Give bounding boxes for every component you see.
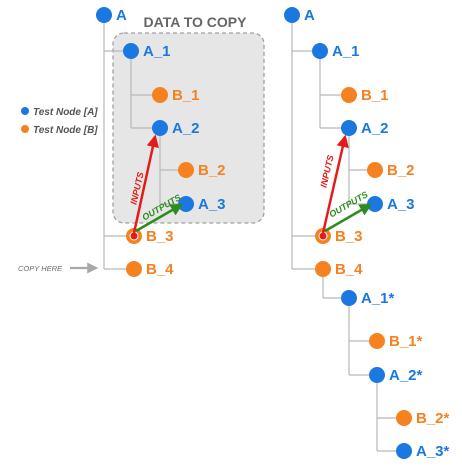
tree-nodes: A A_1B_1A_2B_2A_3B_3B_4 A A_1B_1A_2B_2A_3B_… <box>96 7 450 460</box>
left-tree-node-a_3: A_3 <box>178 196 226 213</box>
left-node-circle-b_2 <box>178 162 194 178</box>
legend-node-b-icon <box>21 125 29 133</box>
right-node-circle-a_1c <box>341 290 357 306</box>
legend-item-b: Test Node [B] <box>21 125 98 136</box>
legend-node-a-icon <box>21 107 29 115</box>
right-node-label-b_2: B_2 <box>387 162 415 179</box>
legend-label-a: Test Node [A] <box>33 107 98 118</box>
left-outputs-arrow-line <box>135 203 184 233</box>
right-inputs-arrow-line <box>321 134 349 234</box>
left-node-label-b_3: B_3 <box>146 228 174 245</box>
right-tree-node-a_2-copy: A_2* <box>369 367 423 384</box>
left-node-label-a_3: A_3 <box>198 196 226 213</box>
data-to-copy-title: DATA TO COPY <box>144 14 248 30</box>
right-node-circle-b_2c <box>396 410 412 426</box>
left-node-label-a_1: A_1 <box>143 43 171 60</box>
right-node-label-a_2c: A_2* <box>389 367 423 384</box>
left-node-highlight-b_3 <box>129 231 139 241</box>
right-node-circle-a_2 <box>341 120 357 136</box>
right-node-label-b_4: B_4 <box>335 261 363 278</box>
right-node-label-a_3: A_3 <box>387 196 415 213</box>
right-node-label-a_1c: A_1* <box>361 290 395 307</box>
right-tree-node-b_3: B_3 <box>315 228 363 245</box>
legend-label-b: Test Node [B] <box>33 125 98 136</box>
copy-here-label: COPY HERE <box>18 264 63 273</box>
right-inputs-label: INPUTS <box>318 154 335 188</box>
right-node-circle-b_1 <box>341 87 357 103</box>
right-outputs-arrow-line <box>324 203 373 233</box>
left-node-circle-b_1 <box>152 87 168 103</box>
right-node-label-b_1c: B_1* <box>389 333 423 350</box>
left-tree-node-b_4: B_4 <box>126 261 174 278</box>
right-node-circle-b_1c <box>369 333 385 349</box>
right-node-highlight-b_3 <box>318 231 328 241</box>
right-node-label-a_2: A_2 <box>361 120 389 137</box>
right-tree-node-b_2: B_2 <box>367 162 415 179</box>
right-tree-node-a_3: A_3 <box>367 196 415 213</box>
right-node-label-a_3c: A_3* <box>416 443 450 460</box>
data-to-copy-box: DATA TO COPY <box>112 14 265 224</box>
tree-connectors <box>103 23 396 452</box>
right-node-circle-a_2c <box>369 367 385 383</box>
right-tree-node-a_1-copy: A_1* <box>341 290 395 307</box>
right-node-label-a: A <box>304 7 315 24</box>
right-tree-node-a_2: A_2 <box>341 120 389 137</box>
right-tree-node-b_1-copy: B_1* <box>369 333 423 350</box>
left-node-label-a: A <box>116 7 127 24</box>
right-tree-node-b_4: B_4 <box>315 261 363 278</box>
left-tree-node-b_3: B_3 <box>126 228 174 245</box>
right-node-label-b_2c: B_2* <box>416 410 450 427</box>
right-node-circle-a_3c <box>396 443 412 459</box>
left-node-circle-a_1 <box>123 43 139 59</box>
data-to-copy-box-frame <box>112 32 265 224</box>
left-node-circle-a <box>96 7 112 23</box>
left-node-label-b_4: B_4 <box>146 261 174 278</box>
right-tree-node-a_3-copy: A_3* <box>396 443 450 460</box>
left-tree-node-b_2: B_2 <box>178 162 226 179</box>
right-node-circle-a_1 <box>312 43 328 59</box>
copy-here-indicator: COPY HERE <box>18 262 99 274</box>
left-node-label-b_1: B_1 <box>172 87 200 104</box>
right-node-circle-a <box>284 7 300 23</box>
left-tree-node-a_1: A_1 <box>123 43 171 60</box>
right-node-circle-b_4 <box>315 261 331 277</box>
right-node-label-b_3: B_3 <box>335 228 363 245</box>
right-tree-node-b_1: B_1 <box>341 87 389 104</box>
right-node-label-b_1: B_1 <box>361 87 389 104</box>
right-tree-node-a_1: A_1 <box>312 43 360 60</box>
left-node-label-b_2: B_2 <box>198 162 226 179</box>
right-node-label-a_1: A_1 <box>332 43 360 60</box>
left-tree-node-b_1: B_1 <box>152 87 200 104</box>
left-node-label-a_2: A_2 <box>172 120 200 137</box>
left-node-circle-b_4 <box>126 261 142 277</box>
left-tree-node-a_2: A_2 <box>152 120 200 137</box>
legend: Test Node [A] Test Node [B] <box>21 107 98 136</box>
left-tree-node-a: A <box>96 7 127 24</box>
right-tree-node-b_2-copy: B_2* <box>396 410 450 427</box>
right-tree-node-a: A <box>284 7 315 24</box>
legend-item-a: Test Node [A] <box>21 107 98 118</box>
left-node-circle-a_2 <box>152 120 168 136</box>
right-node-circle-b_2 <box>367 162 383 178</box>
left-inputs-arrow-line <box>132 134 159 234</box>
